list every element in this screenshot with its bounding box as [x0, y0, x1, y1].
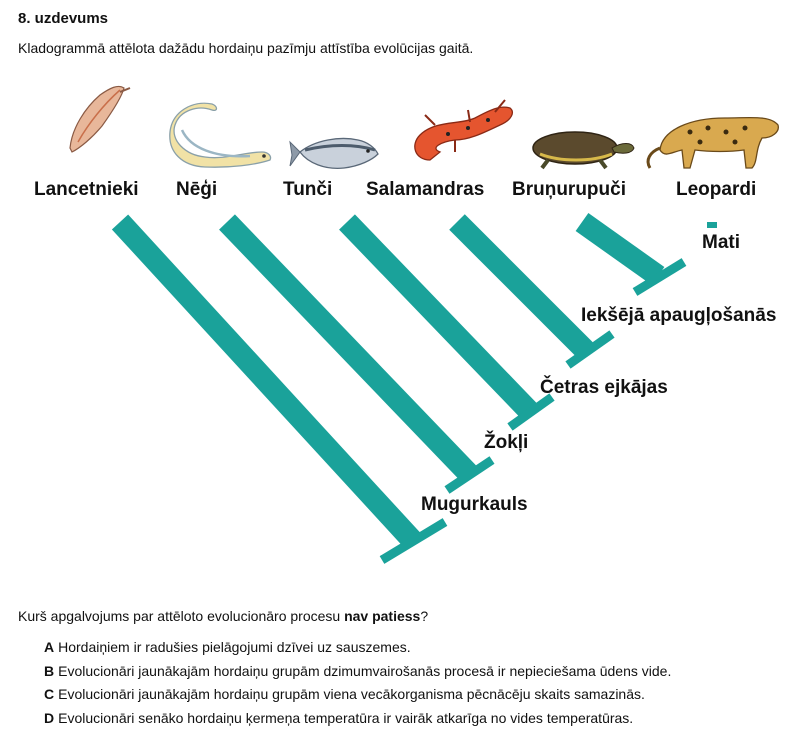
branch-salamander — [449, 214, 593, 358]
lamprey-icon — [169, 102, 272, 168]
organism-label-tunas: Tunči — [283, 179, 333, 200]
node-zokli — [444, 456, 495, 494]
organism-label-lancelets: Lancetnieki — [34, 179, 139, 200]
trait-label-backbone: Mugurkauls — [421, 494, 528, 515]
salamander-icon — [414, 99, 513, 161]
trait-label-jaws: Žokļi — [484, 432, 529, 453]
question-emphasis: nav patiess — [344, 608, 421, 624]
main-branch — [111, 214, 421, 548]
branch-turtle — [575, 213, 665, 285]
trait-label-four-limbs: Četras ejkājas — [540, 377, 668, 398]
lancelet-icon — [69, 85, 131, 153]
organism-label-lampreys: Nēģi — [176, 179, 218, 200]
node-cetras-ejkajas — [507, 393, 555, 431]
trait-label-internal-fertilization: Iekšējā apaugļošanās — [581, 305, 777, 326]
node-mati — [632, 258, 687, 296]
node-mugurkauls — [379, 518, 448, 564]
branch-tuna — [339, 214, 538, 420]
leopard-icon — [646, 116, 779, 169]
branch-lamprey — [219, 214, 478, 483]
organism-label-leopards: Leopardi — [676, 179, 757, 200]
question-text: Kurš apgalvojums par attēloto evolucionā… — [18, 608, 429, 624]
cladogram — [69, 85, 779, 564]
organism-label-salamanders: Salamandras — [366, 179, 485, 200]
node-ieksejā — [565, 330, 615, 369]
organism-label-turtles: Bruņurupuči — [512, 179, 626, 200]
task-title: 8. uzdevums — [18, 10, 109, 27]
turtle-icon — [532, 131, 635, 170]
trait-label-hair: Mati — [702, 232, 740, 253]
task-intro: Kladogrammā attēlota dažādu hordaiņu paz… — [18, 40, 474, 56]
cladogram-branches — [111, 213, 717, 564]
tuna-icon — [289, 137, 379, 169]
